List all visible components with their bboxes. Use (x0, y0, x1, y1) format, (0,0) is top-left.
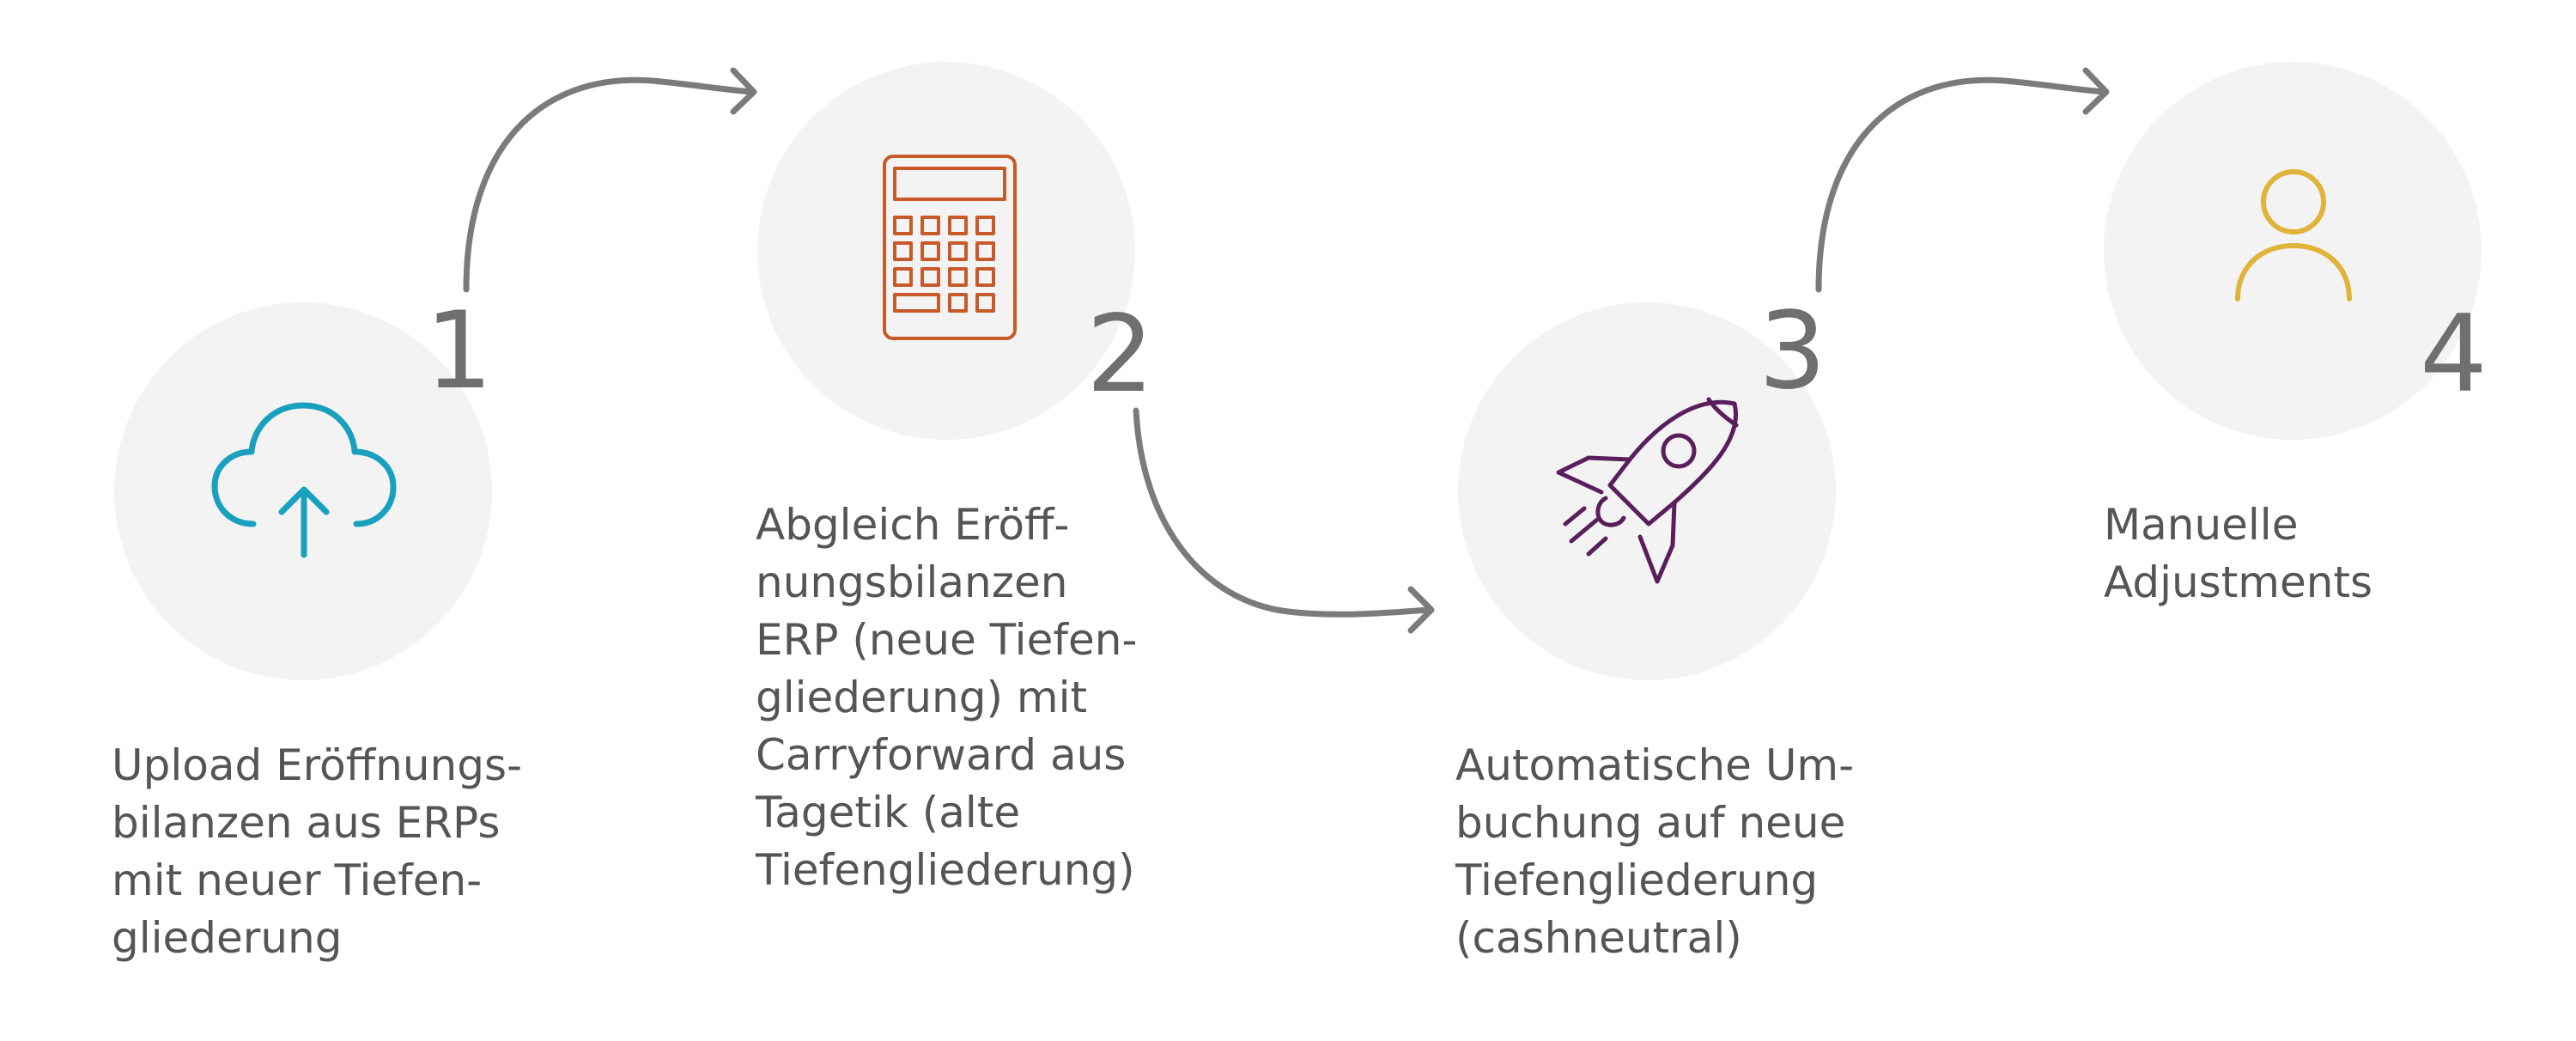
step-1-number: 1 (425, 289, 493, 413)
rocket-icon (1556, 397, 1739, 584)
step-4-number: 4 (2420, 293, 2488, 417)
step-2-number: 2 (1086, 293, 1154, 417)
step-3-circle (1458, 302, 1836, 680)
person-icon (2235, 169, 2352, 301)
step-3-label: Automatische Um- buchung auf neue Tiefen… (1455, 740, 1855, 963)
step-2-label: Abgleich Eröff- nungsbilanzen ERP (neue … (756, 500, 1138, 895)
step-1-label: Upload Eröffnungs- bilanzen aus ERPs mit… (112, 740, 523, 963)
arrow-2-to-3 (1133, 407, 1433, 618)
step-3-number: 3 (1759, 289, 1826, 413)
arrow-1-to-2 (463, 76, 756, 293)
step-4-label: Manuelle Adjustments (2104, 500, 2373, 607)
step-4-circle (2104, 62, 2482, 440)
step-2-circle (757, 62, 1135, 440)
cloud-upload-icon (211, 402, 397, 558)
arrowhead-1-to-2 (730, 67, 757, 115)
arrowhead-3-to-4 (2082, 67, 2110, 115)
arrowhead-2-to-3 (1407, 586, 1435, 634)
calculator-icon (883, 155, 1017, 340)
arrow-3-to-4 (1815, 76, 2108, 293)
